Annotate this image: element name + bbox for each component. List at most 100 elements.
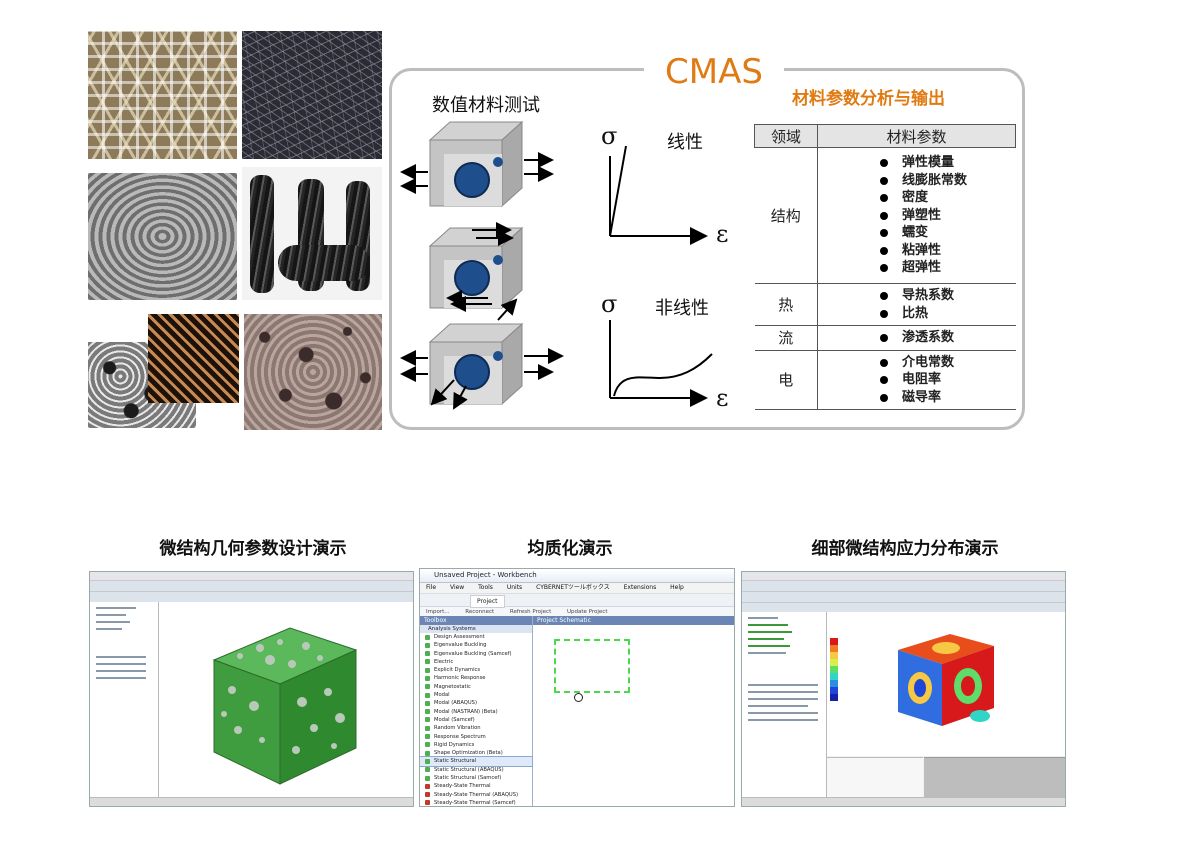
- list-item[interactable]: Explicit Dynamics: [420, 666, 532, 674]
- schematic-drop-target[interactable]: [554, 639, 630, 693]
- domain-cell: 热: [754, 283, 818, 326]
- expanded-metal-mesh-photo: [148, 314, 239, 403]
- list-item: 介电常数: [880, 354, 1016, 372]
- epsilon-label-linear: ε: [716, 220, 729, 248]
- list-item[interactable]: Eigenvalue Buckling (Samcef): [420, 650, 532, 658]
- stress-contour-model: [898, 634, 994, 726]
- list-item: 磁导率: [880, 389, 1016, 407]
- stress-distribution-screenshot: [741, 571, 1066, 807]
- sigma-label-nonlinear: σ: [601, 290, 618, 318]
- list-item: 超弹性: [880, 259, 1016, 277]
- homogenization-demo-title: 均质化演示: [527, 539, 613, 559]
- shear-cube: [428, 222, 524, 312]
- numerical-test-title: 数值材料测试: [432, 95, 540, 116]
- numerical-test-cubes: [400, 120, 564, 410]
- list-item[interactable]: Steady-State Thermal (Samcef): [420, 799, 532, 806]
- list-item[interactable]: Shape Optimization (Beta): [420, 749, 532, 757]
- workbench-screenshot: Unsaved Project - Workbench File View To…: [419, 568, 735, 807]
- table-row: 流 渗透系数: [754, 325, 1016, 351]
- sigma-label-linear: σ: [601, 122, 618, 150]
- list-item[interactable]: Steady-State Thermal: [420, 782, 532, 790]
- table-header-row: 领域 材料参数: [754, 124, 1016, 148]
- table-row: 热 导热系数 比热: [754, 283, 1016, 326]
- list-item[interactable]: Steady-State Thermal (ABAQUS): [420, 791, 532, 799]
- params-cell: 弹性模量 线膨胀常数 密度 弹塑性 蠕变 粘弹性 超弹性: [817, 147, 1016, 284]
- nonlinear-label: 非线性: [655, 298, 709, 319]
- reconnect-button[interactable]: Reconnect: [465, 609, 495, 615]
- list-item: 渗透系数: [880, 329, 1016, 347]
- list-item[interactable]: Static Structural (ABAQUS): [420, 766, 532, 774]
- list-item[interactable]: Modal: [420, 691, 532, 699]
- list-item[interactable]: Modal (NASTRAN) (Beta): [420, 708, 532, 716]
- update-project-button[interactable]: Update Project: [566, 609, 608, 615]
- table-row: 结构 弹性模量 线膨胀常数 密度 弹塑性 蠕变 粘弹性 超弹性: [754, 147, 1016, 284]
- list-item: 弹性模量: [880, 154, 1016, 172]
- menu-units[interactable]: Units: [506, 584, 523, 591]
- list-item[interactable]: Design Assessment: [420, 633, 532, 641]
- workbench-title-bar: Unsaved Project - Workbench: [420, 569, 734, 583]
- domain-cell: 流: [754, 325, 818, 351]
- list-item[interactable]: Modal (Samcef): [420, 716, 532, 724]
- list-item: 密度: [880, 189, 1016, 207]
- domain-cell: 结构: [754, 147, 818, 284]
- project-tab[interactable]: Project: [470, 595, 505, 608]
- params-cell: 渗透系数: [817, 325, 1016, 351]
- analysis-systems-section[interactable]: Analysis Systems: [420, 625, 532, 633]
- list-item[interactable]: Modal (ABAQUS): [420, 699, 532, 707]
- geometry-design-screenshot: [89, 571, 414, 807]
- stress-legend: [830, 638, 838, 701]
- menu-view[interactable]: View: [449, 584, 465, 591]
- list-item[interactable]: Harmonic Response: [420, 674, 532, 682]
- list-item: 比热: [880, 305, 1016, 323]
- porous-material-photo: [244, 314, 382, 430]
- list-item[interactable]: Eigenvalue Buckling: [420, 641, 532, 649]
- list-item[interactable]: Rigid Dynamics: [420, 741, 532, 749]
- textile-sem-photo: [88, 173, 237, 300]
- params-cell: 导热系数 比热: [817, 283, 1016, 326]
- project-schematic-title: Project Schematic: [533, 616, 734, 625]
- epsilon-label-nonlinear: ε: [716, 384, 729, 412]
- microstructure-design-demo-title: 微结构几何参数设计演示: [159, 539, 347, 559]
- nonlinear-curve: [609, 320, 713, 407]
- parameter-output-title: 材料参数分析与输出: [792, 89, 945, 109]
- list-item: 电阻率: [880, 371, 1016, 389]
- list-item: 导热系数: [880, 287, 1016, 305]
- toolbox-panel: Toolbox Analysis Systems Design Assessme…: [420, 616, 533, 806]
- tension-cube: [400, 120, 554, 208]
- toolbox-title: Toolbox: [420, 616, 532, 625]
- list-item: 弹塑性: [880, 207, 1016, 225]
- linear-curve: [609, 145, 708, 245]
- workbench-menu-bar: File View Tools Units CYBERNETツールボックス Ex…: [420, 583, 734, 594]
- stress-strain-curves: [609, 145, 713, 407]
- multiaxial-cube: [400, 298, 564, 410]
- porous-cube-model: [212, 627, 358, 785]
- import-button[interactable]: Import...: [426, 609, 450, 615]
- list-item: 粘弹性: [880, 242, 1016, 260]
- workbench-toolbar: Project: [420, 594, 734, 608]
- list-item: 蠕变: [880, 224, 1016, 242]
- list-item[interactable]: Magnetostatic: [420, 683, 532, 691]
- list-item[interactable]: Random Vibration: [420, 724, 532, 732]
- woven-fabric-photo: [88, 31, 237, 159]
- menu-tools[interactable]: Tools: [478, 584, 493, 591]
- material-parameter-table: 领域 材料参数 结构 弹性模量 线膨胀常数 密度 弹塑性 蠕变 粘弹性 超弹性 …: [754, 124, 1016, 410]
- carbon-fiber-spools-photo: [242, 167, 382, 300]
- menu-file[interactable]: File: [426, 584, 437, 591]
- header-domain: 领域: [754, 124, 818, 148]
- menu-help[interactable]: Help: [670, 584, 684, 591]
- refresh-project-button[interactable]: Refresh Project: [509, 609, 552, 615]
- cmas-title: CMAS: [644, 50, 784, 94]
- no-drop-icon: [574, 693, 583, 702]
- list-item[interactable]: Electric: [420, 658, 532, 666]
- linear-label: 线性: [667, 132, 703, 153]
- menu-extensions[interactable]: Extensions: [623, 584, 657, 591]
- table-row: 电 介电常数 电阻率 磁导率: [754, 349, 1016, 410]
- stress-distribution-demo-title: 细部微结构应力分布演示: [811, 539, 999, 559]
- list-item[interactable]: Response Spectrum: [420, 733, 532, 741]
- list-item-selected[interactable]: Static Structural: [420, 756, 533, 767]
- menu-cybernet[interactable]: CYBERNETツールボックス: [536, 584, 610, 591]
- list-item: 线膨胀常数: [880, 172, 1016, 190]
- nanofiber-photo: [242, 31, 382, 159]
- header-params: 材料参数: [817, 124, 1016, 148]
- list-item[interactable]: Static Structural (Samcef): [420, 774, 532, 782]
